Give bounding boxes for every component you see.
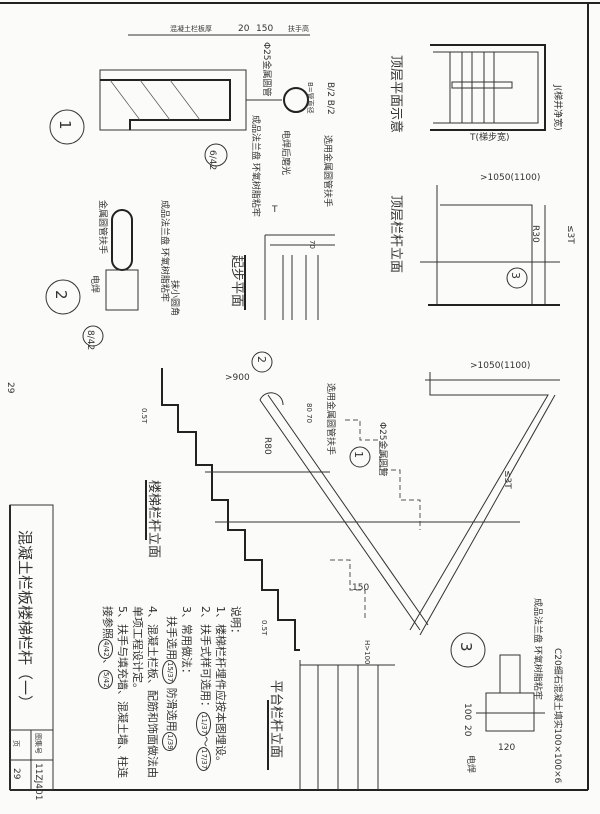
dim-150: 150 <box>256 24 273 34</box>
notes-heading: 说明： <box>229 606 242 639</box>
top-plan-title: 顶层平面示意 <box>388 55 404 133</box>
note-1: 1、楼梯栏杆埋件应按本图埋设。 <box>214 606 227 767</box>
dim-120: 120 <box>498 743 515 753</box>
flange-label: 成品法兰盘 环氧树脂粘牢 <box>159 200 171 302</box>
atlas-label: 图集号 <box>34 733 43 754</box>
dim-20: 20 <box>238 24 250 34</box>
dim-05T-top: 0.5T <box>140 408 148 424</box>
round-pipe-handrail <box>283 87 309 113</box>
detail-1: 混凝土栏板厚 20 150 扶手高 Φ25金属圆管 B/2 B/2 B=管直径 … <box>49 24 335 217</box>
note-3-ref-2[interactable]: 1/39 <box>162 731 177 752</box>
start-plan-title: 起步平面 <box>229 255 244 307</box>
start-plan: 起步平面 T 70 <box>229 205 335 320</box>
dim-3T: ≤3T <box>502 470 512 489</box>
notes: 说明： 1、楼梯栏杆埋件应按本图埋设。 2、扶手式样可选用：11/37 17/37… <box>78 606 243 786</box>
stair-elevation-title: 楼梯栏杆立面 <box>146 480 161 558</box>
dim-20: 20 <box>462 725 472 737</box>
weld-label: 电焊 <box>465 755 477 773</box>
note-3-row: 扶手选用15/37 防滑选用1/39 <box>160 606 179 786</box>
note-2-ref-2[interactable]: 17/37 <box>196 747 211 772</box>
corner-label: 抹小圆角 <box>169 280 181 316</box>
note-2: 2、扶手式样可选用： <box>199 606 212 712</box>
platform-elevation: 平台栏杆立面 H>100 <box>267 640 395 790</box>
dim-900: >900 <box>225 373 250 383</box>
detail-ref-8-42[interactable]: 8/42 <box>85 330 95 350</box>
note-3-ref-1[interactable]: 15/37 <box>162 660 177 685</box>
dim-70: 70 <box>308 240 316 249</box>
dim-150: 150 <box>352 583 369 593</box>
detail-ref-2[interactable]: 2 <box>255 356 268 363</box>
note-5: 5、扶手与填充墙、混凝土墙、柱连接参照 <box>101 606 129 778</box>
dim-H: H>100 <box>363 640 371 665</box>
range-separator <box>199 736 212 747</box>
flange-label: 成品法兰盘 环氧树脂粘牢 <box>532 598 544 700</box>
flange-label: 成品法兰盘 环氧树脂粘牢 <box>250 115 262 217</box>
sheet-title: 混凝土栏板楼梯栏杆（一） <box>16 530 34 710</box>
detail-marker-3: 3 <box>457 642 475 652</box>
detail-ref-3[interactable]: 3 <box>509 272 522 279</box>
dim-80-70: 80 70 <box>305 403 313 423</box>
detail-ref-1[interactable]: 1 <box>352 451 365 458</box>
pipe-label: Φ25金属圆管 <box>261 42 273 97</box>
b-dims: B/2 B/2 <box>325 82 335 115</box>
dim-T: T <box>271 205 278 215</box>
edge-page-number: 29 <box>5 382 15 394</box>
rail-label: 选用金属圆管扶手 <box>322 135 334 207</box>
title-block: 混凝土栏板楼梯栏杆（一） 图集号 11ZJ401 页 29 <box>9 504 54 800</box>
top-elevation-title: 顶层栏杆立面 <box>388 195 403 273</box>
dim-100: 100 <box>462 703 472 720</box>
note-3: 3、常用做法： <box>180 606 193 679</box>
ref-separator <box>101 659 114 670</box>
note-4: 4、混凝土栏板、配筋和饰面做法由单项工程设计定。 <box>131 606 159 778</box>
atlas-number: 11ZJ401 <box>33 763 43 800</box>
rail-label: 选用金属圆管扶手 <box>325 383 337 455</box>
note-5-ref-2[interactable]: 5/42 <box>98 669 113 690</box>
dim-R80: R80 <box>262 437 272 455</box>
dim-05T-bottom: 0.5T <box>260 620 268 636</box>
platform-elevation-title: 平台栏杆立面 <box>268 680 283 758</box>
detail-ref-6-42[interactable]: 6/42 <box>207 150 217 170</box>
detail-3: 3 成品法兰盘 环氧树脂粘牢 C20细石混凝土填实 -100×100×6 100… <box>450 598 564 784</box>
note-2-ref-1[interactable]: 11/37 <box>196 712 211 737</box>
dim-3T: ≤3T <box>565 225 575 244</box>
dim-rail-height: 扶手高 <box>288 24 309 33</box>
top-elevation: >1050(1100) R30 ≤3T 3 顶层栏杆立面 <box>388 173 575 306</box>
plate-label: -100×100×6 <box>552 725 562 784</box>
detail-2: 金属圆管扶手 成品法兰盘 环氧树脂粘牢 电焊 抹小圆角 8/42 2 <box>45 200 181 350</box>
note-5-ref-1[interactable]: 4/42 <box>98 639 113 659</box>
dim-wall-thickness: 混凝土栏板厚 <box>170 24 212 33</box>
page-number: 29 <box>11 768 21 780</box>
stair-elevation: 2 >900 选用金属圆管扶手 80 70 R80 1 Φ25金属圆管 150 … <box>140 351 560 651</box>
pipe-label: Φ25金属圆管 <box>377 422 389 477</box>
dim-width: >1050(1100) <box>480 173 540 183</box>
note-3-line: 扶手选用 <box>165 616 178 660</box>
label-J: J(梯井净宽) <box>552 84 564 131</box>
top-plan: 顶层平面示意 J(梯井净宽) T(梯步宽) <box>388 44 564 143</box>
b-label: B=管直径 <box>306 82 315 114</box>
note-2-row: 2、扶手式样可选用：11/37 17/37 <box>194 606 213 786</box>
page-label: 页 <box>12 740 20 747</box>
label-T: T(梯步宽) <box>469 131 510 143</box>
dim-width: >1050(1100) <box>470 361 530 371</box>
concrete-label: C20细石混凝土填实 <box>552 648 564 729</box>
dim-R30: R30 <box>530 225 540 243</box>
detail-marker-1: 1 <box>56 120 74 130</box>
weld-label: 电焊 <box>89 275 101 293</box>
note-5-row: 5、扶手与填充墙、混凝土墙、柱连接参照4/42 5/42 <box>96 606 130 786</box>
rail-label: 金属圆管扶手 <box>97 200 109 254</box>
weld-label: 电焊后磨光 <box>280 130 292 175</box>
note-3-mid: 防滑选用 <box>165 687 178 732</box>
detail-marker-2: 2 <box>52 290 70 300</box>
